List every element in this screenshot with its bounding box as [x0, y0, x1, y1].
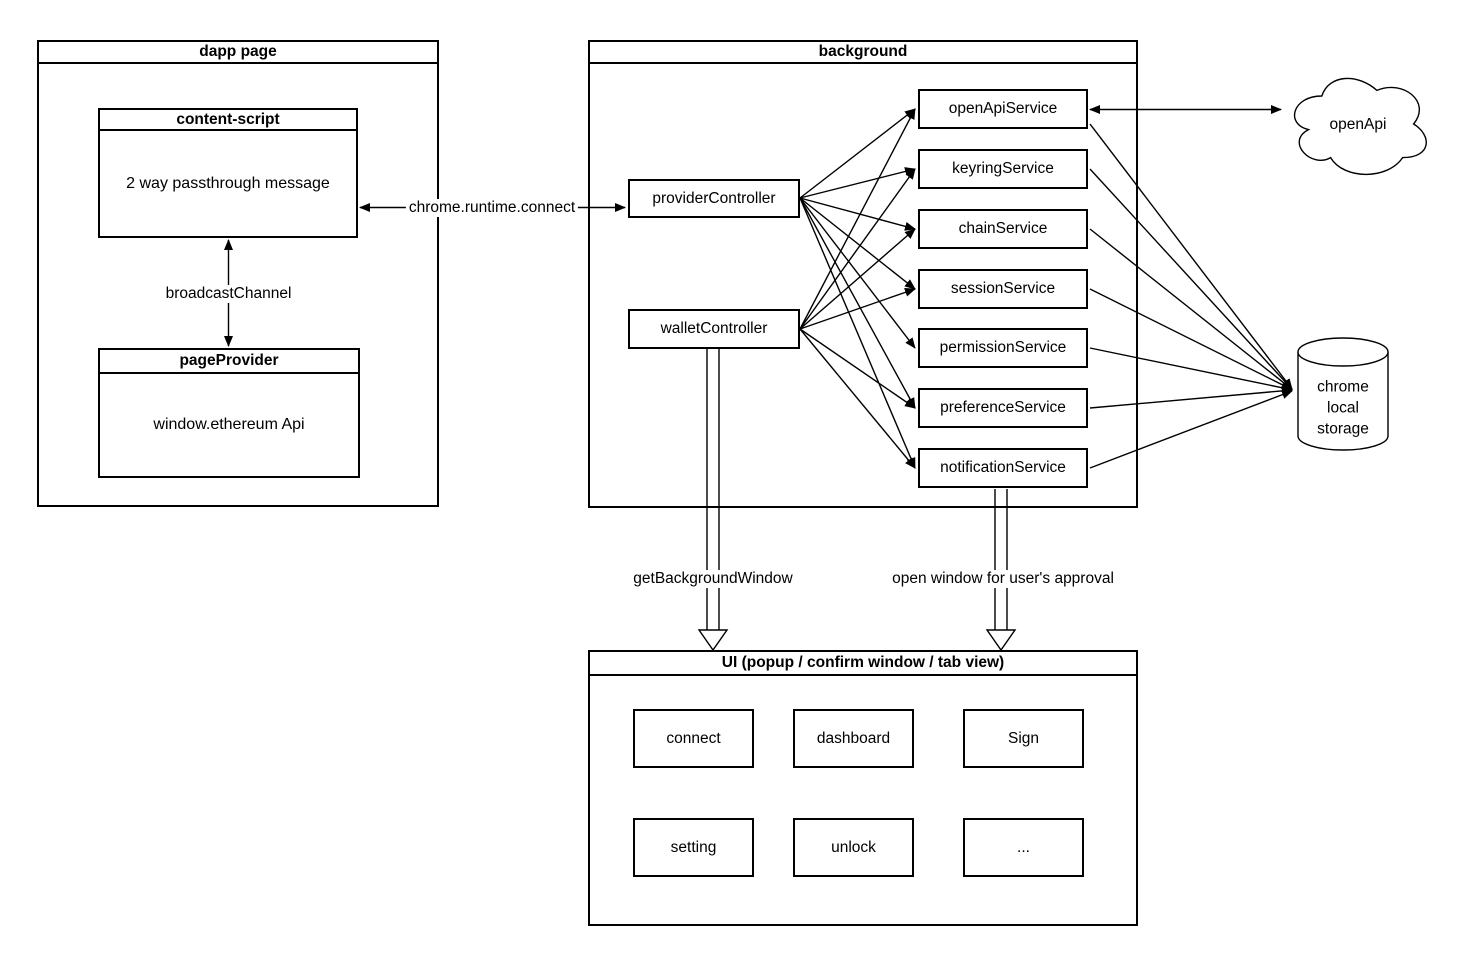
service-box-keyringService: keyringService — [918, 149, 1088, 189]
service-box-permissionService: permissionService — [918, 328, 1088, 368]
edge-wc-chainService — [799, 228, 916, 330]
service-box-openApiService: openApiService — [918, 89, 1088, 129]
ui-box-setting: setting — [633, 818, 754, 877]
dapp-page-container: dapp page — [37, 40, 439, 507]
ui-box-sign: Sign — [963, 709, 1084, 768]
edge-pc-chainService — [799, 197, 916, 231]
edge-pc-openApiService — [799, 108, 916, 199]
page-provider-title: pageProvider — [100, 350, 358, 374]
openapi-cloud-shape — [1293, 77, 1427, 176]
ui-box-dashboard: dashboard — [793, 709, 914, 768]
ui-container: UI (popup / confirm window / tab view) — [588, 650, 1138, 926]
edge-pc-keyringService — [799, 167, 916, 199]
storage-label-line2: local — [1327, 399, 1359, 417]
edge-wc-keyringService — [799, 168, 916, 330]
service-box-sessionService: sessionService — [918, 269, 1088, 309]
background-title: background — [590, 42, 1136, 64]
storage-label: chrome local storage — [1317, 377, 1369, 440]
edge-pc-permissionService — [799, 197, 916, 349]
edge-hollow-left-arrowhead — [697, 629, 729, 652]
edge-st-permissionService — [1089, 347, 1293, 393]
provider-controller-box: providerController — [628, 179, 800, 218]
edge-st-preferenceService — [1089, 386, 1293, 409]
content-script-body: 2 way passthrough message — [126, 174, 330, 192]
edge-pc-sessionService — [799, 197, 916, 290]
edge-st-notificationService — [1089, 390, 1293, 469]
ui-box-connect: connect — [633, 709, 754, 768]
edge-st-openApiService — [1089, 123, 1293, 390]
ui-title: UI (popup / confirm window / tab view) — [590, 652, 1136, 676]
openapi-cloud-label: openApi — [1329, 116, 1387, 133]
edge-label-hollow-left: getBackgroundWindow — [630, 570, 796, 588]
edge-label-runtime: chrome.runtime.connect — [405, 198, 579, 217]
edge-wc-preferenceService — [799, 328, 916, 409]
service-box-notificationService: notificationService — [918, 448, 1088, 488]
edge-hollow-right-arrowhead — [985, 629, 1017, 652]
background-container: background — [588, 40, 1138, 508]
service-box-chainService: chainService — [918, 209, 1088, 249]
edge-pc-preferenceService — [799, 197, 916, 409]
storage-cylinder-shape — [1297, 337, 1389, 451]
edge-pc-notificationService — [799, 197, 916, 469]
edge-wc-sessionService — [799, 288, 916, 330]
edge-wc-notificationService — [799, 328, 916, 469]
edge-wc-openApiService — [799, 108, 916, 330]
content-script-title: content-script — [100, 110, 356, 131]
ui-box-more: ... — [963, 818, 1084, 877]
content-script-box: content-script 2 way passthrough message — [98, 108, 358, 238]
edge-st-keyringService — [1089, 168, 1293, 390]
storage-label-line3: storage — [1317, 420, 1369, 438]
dapp-page-title: dapp page — [39, 42, 437, 64]
edge-label-hollow-right: open window for user's approval — [889, 570, 1117, 588]
storage-label-line1: chrome — [1317, 378, 1369, 396]
service-box-preferenceService: preferenceService — [918, 388, 1088, 428]
edge-label-broadcast: broadcastChannel — [162, 285, 295, 303]
edge-hollow-right-shaft — [994, 489, 1008, 630]
page-provider-box: pageProvider window.ethereum Api — [98, 348, 360, 478]
ui-box-unlock: unlock — [793, 818, 914, 877]
page-provider-body: window.ethereum Api — [153, 416, 305, 433]
wallet-controller-box: walletController — [628, 309, 800, 349]
edge-st-sessionService — [1089, 288, 1293, 391]
edge-st-chainService — [1089, 228, 1293, 391]
